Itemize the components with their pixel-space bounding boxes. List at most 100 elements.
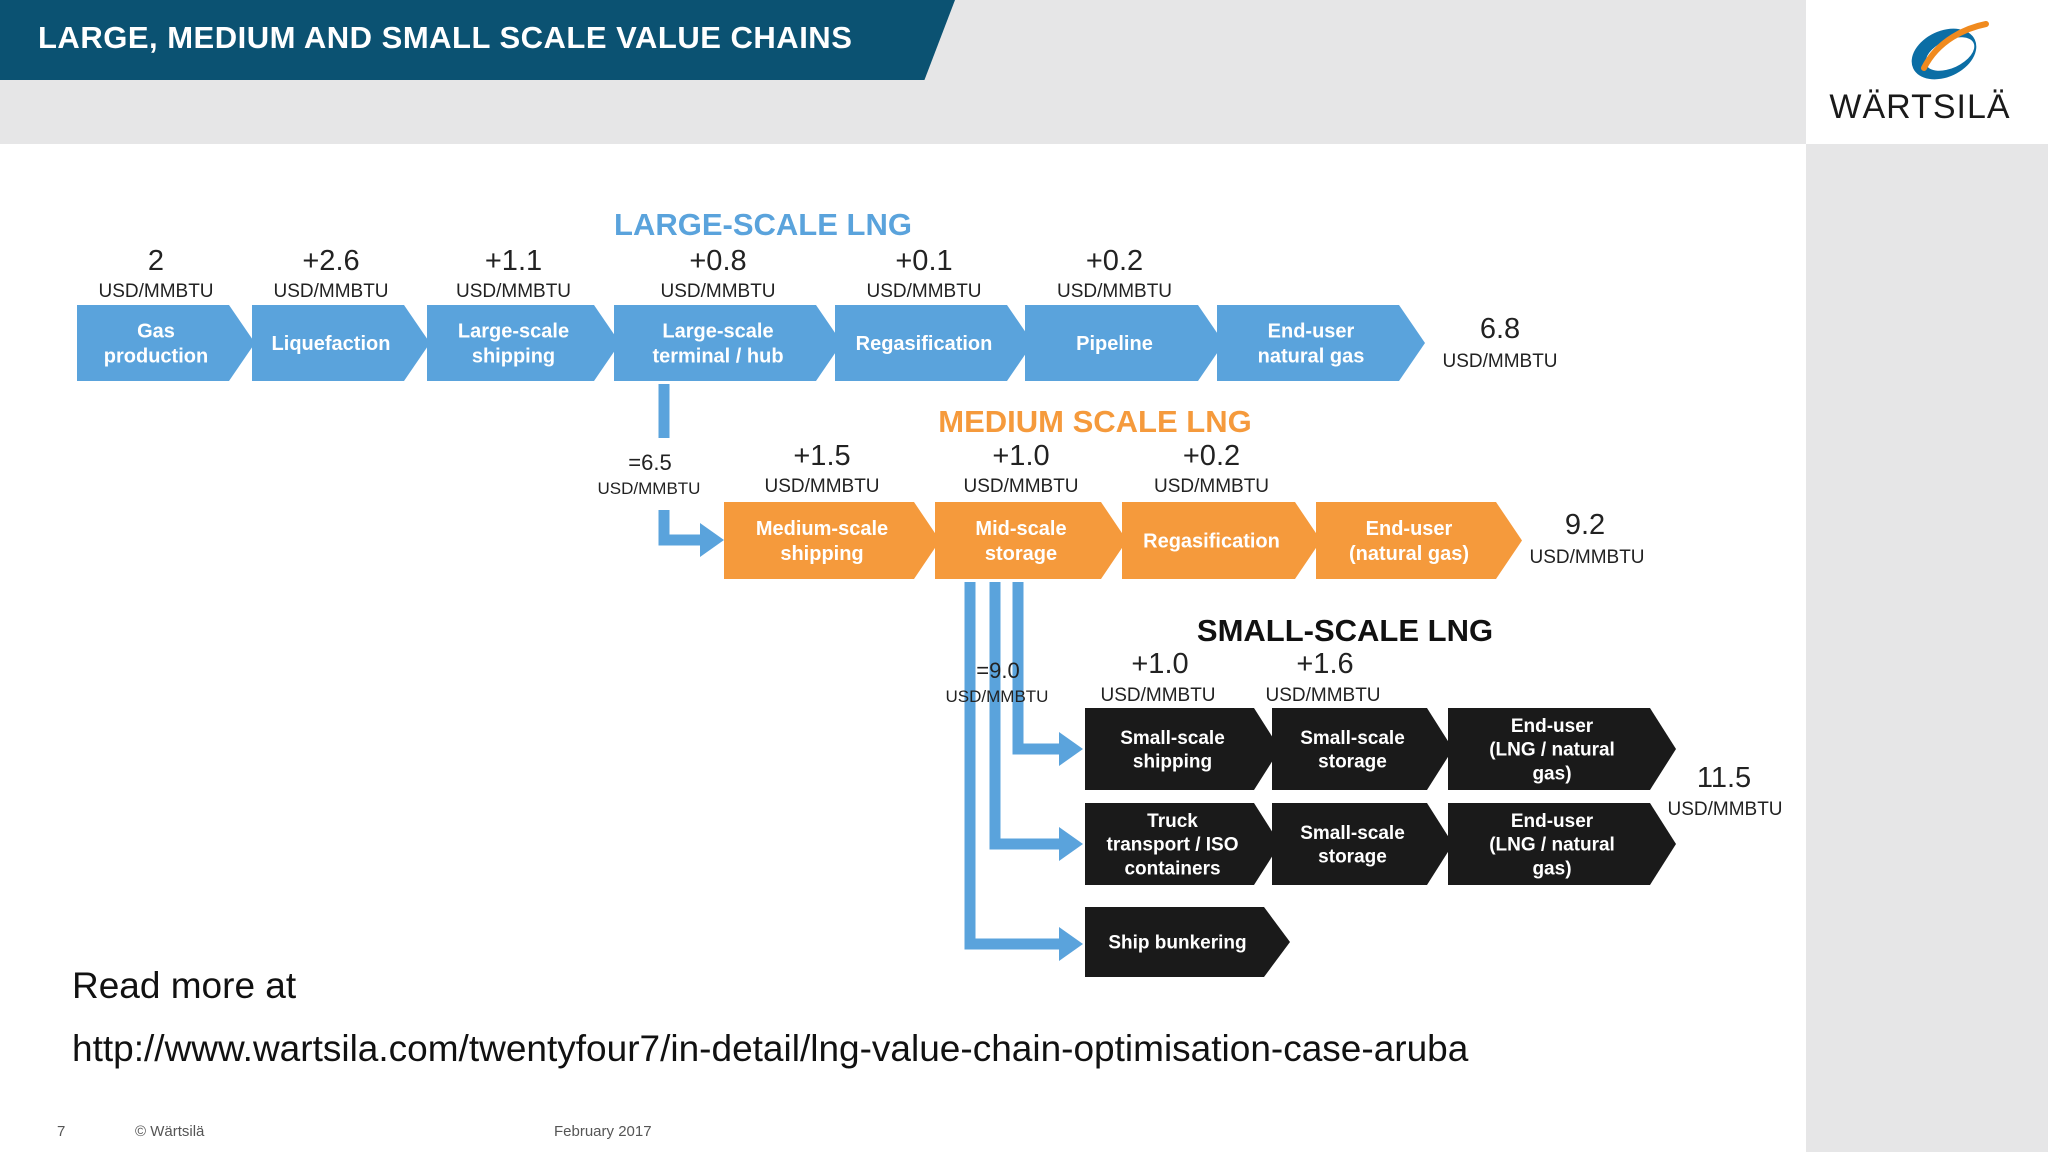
large-to-medium-bottom-line bbox=[658, 510, 700, 546]
company-logo: WÄRTSILÄ bbox=[1820, 10, 2020, 130]
large-total-value: 6.8 bbox=[1480, 313, 1520, 345]
large-step-3-unit: USD/MMBTU bbox=[456, 281, 571, 302]
medium-step-3-value: +0.2 bbox=[1183, 440, 1240, 472]
small-row-1-step-3-label-1: End-user bbox=[1511, 716, 1594, 737]
large-step-4-label-2: terminal / hub bbox=[652, 346, 783, 368]
title-bar bbox=[0, 0, 955, 80]
large-step-3-value: +1.1 bbox=[485, 245, 542, 277]
page-number: 7 bbox=[57, 1123, 66, 1140]
medium-to-bunkering-arrowhead bbox=[1059, 927, 1083, 961]
large-step-5-value: +0.1 bbox=[895, 245, 952, 277]
large-step-5-unit: USD/MMBTU bbox=[866, 281, 981, 302]
large-step-7-label-2: natural gas bbox=[1258, 346, 1365, 368]
small-row-2-step-2-arrow bbox=[1272, 803, 1453, 885]
copyright-text: © Wärtsilä bbox=[135, 1123, 205, 1140]
large-step-1-label-2: production bbox=[104, 346, 208, 368]
medium-step-3-arrow bbox=[1122, 502, 1321, 579]
page-title: LARGE, MEDIUM AND SMALL SCALE VALUE CHAI… bbox=[38, 20, 853, 55]
small-row-2-step-3-label-2: (LNG / natural bbox=[1489, 835, 1615, 856]
medium-total-value: 9.2 bbox=[1565, 509, 1605, 541]
small-total-unit: USD/MMBTU bbox=[1667, 799, 1782, 820]
medium-to-shipping-line bbox=[1012, 582, 1060, 755]
large-step-6-label-1: Pipeline bbox=[1076, 333, 1153, 355]
medium-entry-unit: USD/MMBTU bbox=[598, 479, 701, 498]
medium-step-2-label-1: Mid-scale bbox=[975, 518, 1066, 540]
small-value-1: +1.0 bbox=[1131, 648, 1188, 680]
large-step-5-arrow bbox=[835, 305, 1033, 381]
large-step-4-arrow bbox=[614, 305, 842, 381]
small-row-1-step-2-label-2: storage bbox=[1318, 752, 1387, 773]
wartsila-swirl-logo-icon bbox=[1911, 21, 1989, 80]
large-step-3-arrow bbox=[427, 305, 620, 381]
large-step-6-arrow bbox=[1025, 305, 1224, 381]
large-step-2-label-1: Liquefaction bbox=[272, 333, 391, 355]
large-step-1-unit: USD/MMBTU bbox=[98, 281, 213, 302]
medium-entry-value: =6.5 bbox=[628, 450, 671, 475]
large-step-2-unit: USD/MMBTU bbox=[273, 281, 388, 302]
large-step-4-label-1: Large-scale bbox=[662, 321, 773, 343]
small-row-2-step-1-arrow bbox=[1085, 803, 1280, 885]
large-step-5-label-1: Regasification bbox=[856, 333, 993, 355]
small-row-2-step-3-arrow bbox=[1448, 803, 1676, 885]
small-row-1-step-1-arrow bbox=[1085, 708, 1280, 790]
small-row-2-step-3-label-3: gas) bbox=[1532, 858, 1571, 879]
medium-step-2-arrow bbox=[935, 502, 1127, 579]
large-scale-title: LARGE-SCALE LNG bbox=[614, 207, 912, 242]
medium-to-bunkering-line bbox=[964, 582, 1060, 950]
large-step-1-value: 2 bbox=[148, 245, 164, 277]
medium-total-unit: USD/MMBTU bbox=[1529, 547, 1644, 568]
medium-step-1-label-2: shipping bbox=[780, 543, 863, 565]
large-step-7-arrow bbox=[1217, 305, 1425, 381]
large-step-6-value: +0.2 bbox=[1086, 245, 1143, 277]
connector-lines bbox=[658, 384, 1083, 961]
large-step-4-unit: USD/MMBTU bbox=[660, 281, 775, 302]
date-text: February 2017 bbox=[554, 1123, 652, 1140]
small-row-1-step-1-label-2: shipping bbox=[1133, 752, 1212, 773]
medium-step-3-label-1: Regasification bbox=[1143, 531, 1280, 553]
small-row-2-step-3-label-1: End-user bbox=[1511, 811, 1594, 832]
medium-scale-title: MEDIUM SCALE LNG bbox=[938, 404, 1251, 439]
small-row-1-step-3-label-2: (LNG / natural bbox=[1489, 740, 1615, 761]
small-unit-2: USD/MMBTU bbox=[1265, 685, 1380, 706]
medium-to-truck-arrowhead bbox=[1059, 827, 1083, 861]
small-row-1-step-1-label-1: Small-scale bbox=[1120, 728, 1225, 749]
small-row-2-step-1-label-3: containers bbox=[1124, 858, 1220, 879]
medium-step-3-unit: USD/MMBTU bbox=[1154, 476, 1269, 497]
medium-step-4-label-2: (natural gas) bbox=[1349, 543, 1469, 565]
large-to-medium-arrowhead bbox=[700, 523, 724, 557]
small-value-2: +1.6 bbox=[1296, 648, 1353, 680]
small-total-value: 11.5 bbox=[1697, 762, 1751, 794]
medium-step-2-value: +1.0 bbox=[992, 440, 1049, 472]
small-row-1-step-3-arrow bbox=[1448, 708, 1676, 790]
large-step-1-label-1: Gas bbox=[137, 321, 175, 343]
medium-step-4-arrow bbox=[1316, 502, 1522, 579]
medium-step-1-arrow bbox=[724, 502, 940, 579]
small-row-3-step-1-arrow bbox=[1085, 907, 1290, 977]
medium-to-truck-line bbox=[989, 582, 1060, 850]
small-row-1-step-2-arrow bbox=[1272, 708, 1453, 790]
brand-name: WÄRTSILÄ bbox=[1829, 88, 2011, 126]
large-step-7-label-1: End-user bbox=[1268, 321, 1355, 343]
right-side-panel bbox=[1806, 144, 2048, 1152]
small-scale-title: SMALL-SCALE LNG bbox=[1197, 613, 1493, 648]
medium-to-shipping-arrowhead bbox=[1059, 732, 1083, 766]
small-row-2-step-1-label-1: Truck bbox=[1147, 811, 1198, 832]
large-step-1-arrow bbox=[77, 305, 255, 381]
large-step-6-unit: USD/MMBTU bbox=[1057, 281, 1172, 302]
large-step-3-label-2: shipping bbox=[472, 346, 555, 368]
small-entry-unit: USD/MMBTU bbox=[946, 687, 1049, 706]
read-more-label: Read more at bbox=[72, 965, 297, 1006]
small-row-3-step-1-label-1: Ship bunkering bbox=[1108, 933, 1246, 954]
read-more-link[interactable]: http://www.wartsila.com/twentyfour7/in-d… bbox=[72, 1028, 1469, 1069]
medium-step-2-unit: USD/MMBTU bbox=[963, 476, 1078, 497]
large-total-unit: USD/MMBTU bbox=[1442, 351, 1557, 372]
large-step-2-value: +2.6 bbox=[302, 245, 359, 277]
medium-step-1-unit: USD/MMBTU bbox=[764, 476, 879, 497]
small-row-1-step-3-label-3: gas) bbox=[1532, 763, 1571, 784]
medium-step-1-value: +1.5 bbox=[793, 440, 850, 472]
small-row-2-step-1-label-2: transport / ISO bbox=[1107, 835, 1239, 856]
medium-step-4-label-1: End-user bbox=[1366, 518, 1453, 540]
small-row-1-step-2-label-1: Small-scale bbox=[1300, 728, 1405, 749]
